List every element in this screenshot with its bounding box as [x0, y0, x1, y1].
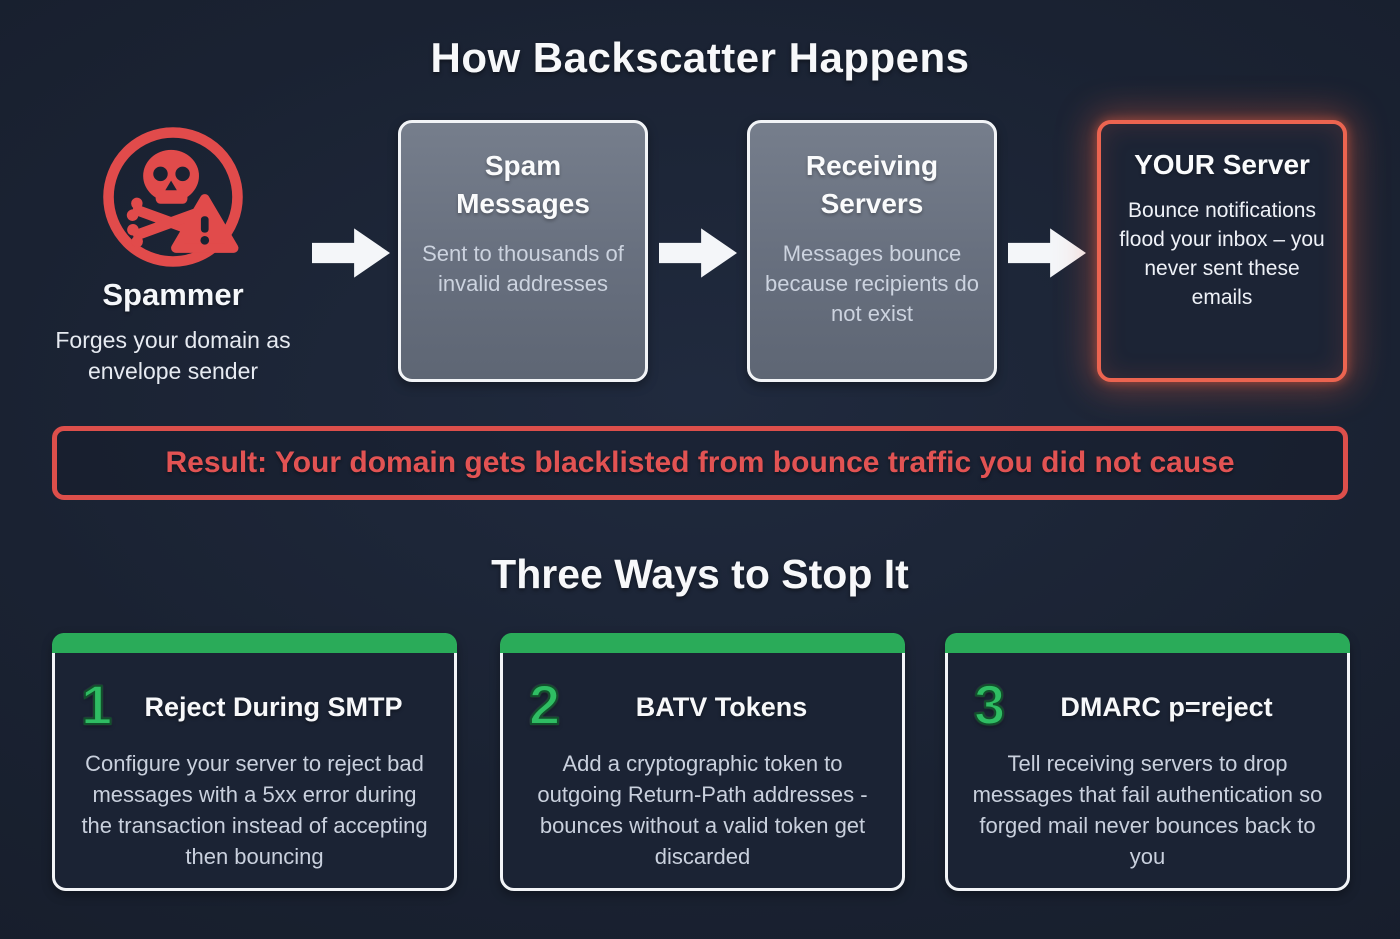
card-accent-bar [945, 633, 1350, 653]
card-header: 2 BATV Tokens [503, 674, 902, 740]
spammer-label: Spammer [102, 277, 244, 312]
card-description: Tell receiving servers to drop messages … [972, 751, 1323, 869]
card-description: Configure your server to reject bad mess… [81, 751, 428, 869]
flow-step-title: Spam Messages [456, 150, 590, 219]
card-number: 3 [973, 672, 1006, 736]
solution-card-batv-tokens: 2 BATV Tokens Add a cryptographic token … [500, 633, 905, 891]
card-accent-bar [52, 633, 457, 653]
card-accent-bar [500, 633, 905, 653]
spammer-description: Forges your domain as envelope sender [55, 327, 291, 384]
card-title: BATV Tokens [635, 691, 808, 722]
page-title: How Backscatter Happens [430, 34, 970, 81]
arrow-right-icon [312, 228, 390, 278]
card-header: 3 DMARC p=reject [948, 674, 1347, 740]
card-number: 2 [528, 672, 561, 736]
flow-step-description: Sent to thousands of invalid addresses [422, 241, 624, 296]
card-description: Add a cryptographic token to outgoing Re… [537, 751, 868, 869]
skull-crossbones-warning-icon [103, 127, 243, 267]
card-header: 1 Reject During SMTP [55, 674, 454, 740]
result-text: Result: Your domain gets blacklisted fro… [165, 446, 1235, 479]
card-title: DMARC p=reject [1060, 691, 1273, 722]
card-number: 1 [80, 672, 113, 736]
flow-step-title: YOUR Server [1134, 149, 1310, 180]
flow-step-receiving-servers: Receiving Servers Messages bounce becaus… [747, 120, 997, 382]
solution-card-dmarc-p-reject: 3 DMARC p=reject Tell receiving servers … [945, 633, 1350, 891]
arrow-right-icon [1008, 228, 1086, 278]
arrow-right-icon [659, 228, 737, 278]
section-title: Three Ways to Stop It [491, 551, 909, 597]
card-title: Reject During SMTP [144, 691, 403, 722]
solution-card-reject-during-smtp: 1 Reject During SMTP Configure your serv… [52, 633, 457, 891]
flow-step-title: Receiving Servers [805, 150, 939, 219]
flow-step-spam-messages: Spam Messages Sent to thousands of inval… [398, 120, 648, 382]
result-banner: Result: Your domain gets blacklisted fro… [52, 426, 1348, 500]
flow-step-your-server: YOUR Server Bounce notifications flood y… [1097, 120, 1347, 382]
flow-step-description: Bounce notifications flood your inbox – … [1119, 199, 1325, 309]
flow-step-description: Messages bounce because recipients do no… [764, 241, 980, 326]
